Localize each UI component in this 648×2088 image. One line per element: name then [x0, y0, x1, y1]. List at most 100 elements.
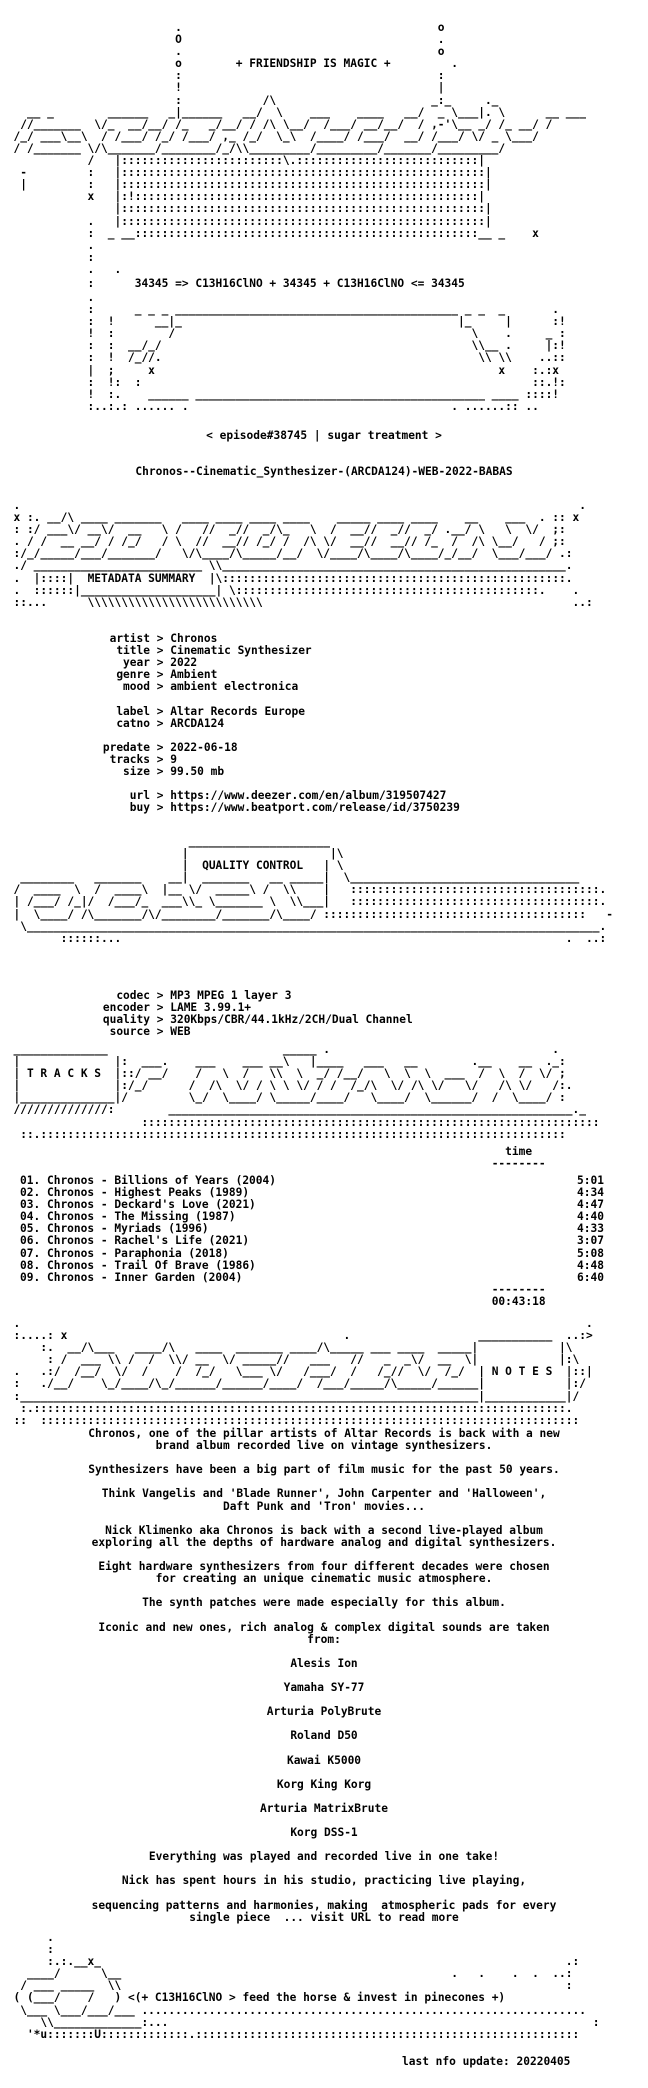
quality-row-codec: codec > MP3 MPEG 1 layer 3	[0, 990, 648, 1002]
tracks-time-header: time	[505, 1146, 533, 1158]
track-title: Inner Garden (2004)	[114, 1270, 243, 1284]
quality-row-source: source > WEB	[0, 1026, 648, 1038]
header-ascii-art-lower: . : _ _ _ ______________________________…	[87, 292, 566, 413]
meta-key: mood	[123, 681, 150, 694]
tracks-total: 00:43:18	[491, 1296, 546, 1308]
meta-value[interactable]: https://www.beatport.com/release/id/3750…	[170, 802, 460, 815]
meta-key: title	[116, 645, 150, 658]
notes-body: Chronos, one of the pillar artists of Al…	[0, 1427, 648, 1936]
track-number: 02.	[20, 1186, 41, 1200]
track-time: 6:40	[577, 1270, 604, 1284]
track-time: 4:47	[577, 1198, 604, 1212]
meta-spacer	[0, 730, 648, 742]
meta-row-label: label > Altar Records Europe	[0, 706, 648, 718]
quality-key: codec	[116, 990, 150, 1002]
track-number: 01.	[20, 1174, 41, 1187]
track-time: 4:33	[577, 1222, 604, 1236]
track-number: 03.	[20, 1198, 41, 1212]
tracks-title: T R A C K S	[26, 1067, 102, 1081]
quality-title: QUALITY CONTROL	[202, 859, 304, 873]
notes-paragraph: Alesis Ion	[290, 1656, 358, 1670]
notes-paragraph: sequencing patterns and harmonies, makin…	[91, 1898, 557, 1924]
quality-value: LAME 3.99.1+	[170, 1002, 252, 1015]
track-number: 08.	[20, 1258, 41, 1272]
metadata-title: METADATA SUMMARY	[87, 571, 196, 585]
notes-paragraph: Korg King Korg	[276, 1777, 372, 1791]
meta-key: buy	[129, 802, 150, 815]
track-row: 06. Chronos - Rachel's Life (2021)3:07	[20, 1234, 604, 1248]
track-artist: Chronos	[46, 1246, 95, 1260]
track-title: The Missing (1987)	[114, 1210, 236, 1224]
tagline: + FRIENDSHIP IS MAGIC +	[235, 57, 391, 71]
formula-text: 34345 => C13H16ClNO + 34345 + C13H16ClNO…	[134, 278, 465, 290]
track-artist: Chronos	[46, 1186, 95, 1200]
notes-paragraph: Nick Klimenko aka Chronos is back with a…	[91, 1523, 557, 1549]
quality-key: source	[109, 1026, 150, 1039]
notes-paragraph: Arturia PolyBrute	[266, 1705, 382, 1719]
quality-value: 320Kbps/CBR/44.1kHz/2CH/Dual Channel	[170, 1014, 413, 1027]
track-row: 07. Chronos - Paraphonia (2018)5:08	[20, 1246, 604, 1260]
meta-row-title: title > Cinematic Synthesizer	[0, 645, 648, 657]
track-title: Billions of Years (2004)	[114, 1174, 276, 1187]
track-artist: Chronos	[46, 1258, 95, 1272]
notes-paragraph: Synthesizers have been a big part of fil…	[88, 1463, 560, 1477]
track-number: 05.	[20, 1222, 41, 1236]
track-row: 01. Chronos - Billions of Years (2004)5:…	[20, 1174, 604, 1187]
meta-key: tracks	[109, 753, 150, 766]
notes-paragraph: Iconic and new ones, rich analog & compl…	[98, 1620, 550, 1646]
track-time: 5:01	[577, 1174, 604, 1187]
quality-row-encoder: encoder > LAME 3.99.1+	[0, 1002, 648, 1014]
track-row: 03. Chronos - Deckard's Love (2021)4:47	[20, 1198, 604, 1212]
meta-key: size	[123, 766, 150, 779]
notes-paragraph: Eight hardware synthesizers from four di…	[98, 1560, 550, 1586]
notes-paragraph: Think Vangelis and 'Blade Runner', John …	[101, 1487, 547, 1513]
tracks-rule-top: --------	[491, 1158, 546, 1170]
footer-slogan: <(+ C13H16ClNO > feed the horse & invest…	[127, 1991, 506, 2005]
notes-paragraph: Roland D50	[290, 1729, 358, 1743]
meta-value: Chronos	[170, 633, 218, 645]
episode-line: < episode#38745 | sugar treatment >	[206, 429, 442, 442]
notes-paragraph: Chronos, one of the pillar artists of Al…	[88, 1427, 560, 1453]
track-list: 01. Chronos - Billions of Years (2004)5:…	[0, 1174, 648, 1284]
meta-spacer	[0, 693, 648, 705]
quality-value: MP3 MPEG 1 layer 3	[170, 990, 292, 1002]
meta-row-tracks: tracks > 9	[0, 754, 648, 766]
meta-value[interactable]: https://www.deezer.com/en/album/31950742…	[170, 790, 447, 803]
track-artist: Chronos	[46, 1234, 95, 1248]
notes-paragraph: Yamaha SY-77	[283, 1680, 365, 1694]
track-title: Myriads (1996)	[114, 1222, 209, 1236]
track-row: 02. Chronos - Highest Peaks (1989)4:34	[20, 1186, 604, 1200]
meta-value: ARCDA124	[170, 717, 225, 730]
notes-title: N O T E S	[491, 1365, 553, 1379]
release-name: Chronos--Cinematic_Synthesizer-(ARCDA124…	[135, 465, 513, 478]
track-title: Trail Of Brave (1986)	[114, 1258, 256, 1272]
meta-spacer	[0, 778, 648, 790]
track-artist: Chronos	[46, 1270, 95, 1284]
notes-paragraph: The synth patches were made especially f…	[142, 1596, 506, 1610]
meta-row-year: year > 2022	[0, 657, 648, 669]
meta-row-catno: catno > ARCDA124	[0, 718, 648, 730]
tracks-ascii-art: ______________ _____ . . | |: ___. ___ _…	[13, 1044, 600, 1141]
notes-paragraph: Korg DSS-1	[290, 1826, 358, 1840]
track-row: 05. Chronos - Myriads (1996)4:33	[20, 1222, 604, 1236]
track-artist: Chronos	[46, 1174, 95, 1187]
meta-row-predate: predate > 2022-06-18	[0, 742, 648, 754]
track-number: 04.	[20, 1210, 41, 1224]
meta-row-mood: mood > ambient electronica	[0, 681, 648, 693]
track-number: 07.	[20, 1246, 41, 1260]
tracks-rule-bottom: --------	[491, 1284, 546, 1296]
metadata-ascii-art: . . x :. __/\ ____ _______ ____ ____ ___…	[13, 500, 593, 609]
meta-row-size: size > 99.50 mb	[0, 766, 648, 778]
track-title: Highest Peaks (1989)	[114, 1186, 250, 1200]
meta-row-url: url > https://www.deezer.com/en/album/31…	[0, 790, 648, 802]
meta-value: 2022	[170, 657, 198, 670]
track-artist: Chronos	[46, 1222, 95, 1236]
notes-paragraph: Nick has spent hours in his studio, prac…	[121, 1874, 527, 1888]
meta-key: year	[123, 657, 150, 670]
header-ascii-art: . o O . . o	[13, 22, 586, 276]
track-row: 04. Chronos - The Missing (1987)4:40	[20, 1210, 604, 1224]
formula-line: : 34345 => C13H16ClNO + 34345 + C13H16Cl…	[0, 278, 465, 290]
